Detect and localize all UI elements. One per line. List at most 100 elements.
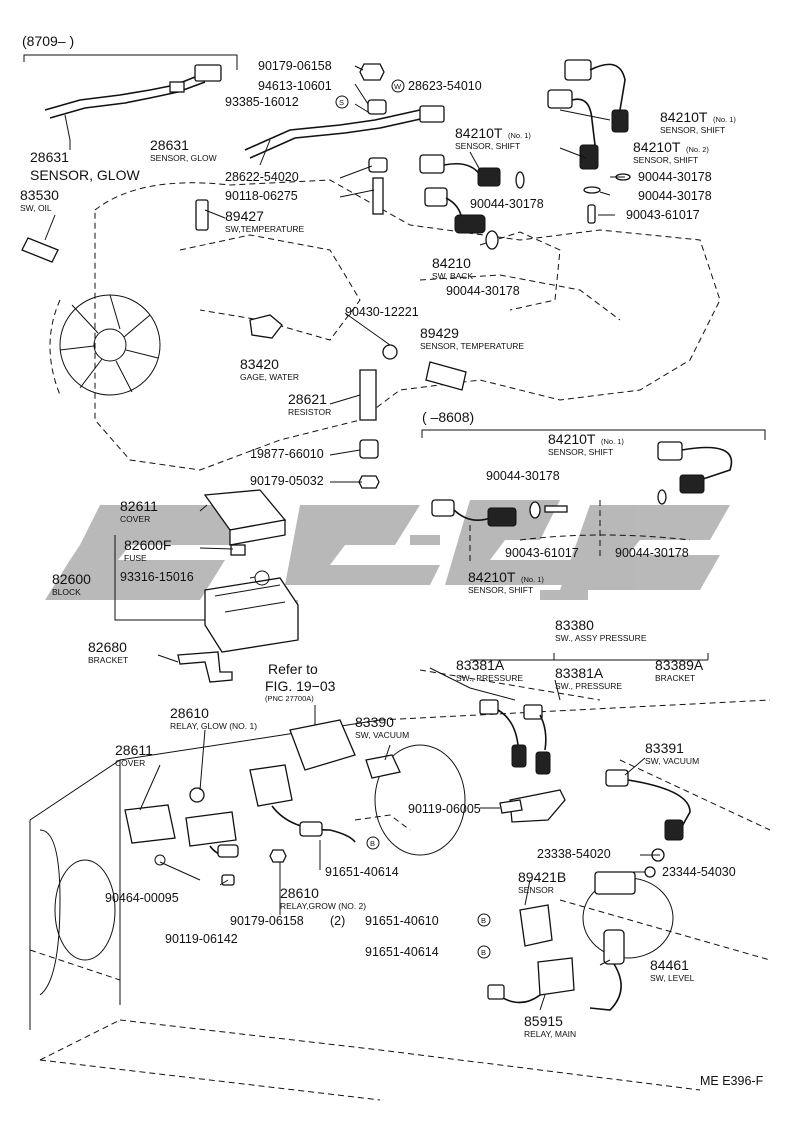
callout-desc: FUSE [124,553,147,563]
diagram-stroke [627,779,691,831]
leader-lines [44,65,709,1011]
callout-pn: 82600F [124,537,171,553]
callout-pn: 84461 [650,957,689,973]
diagram-stroke [29,949,381,1101]
callout-desc: SW,TEMPERATURE [225,224,305,234]
diagram-stroke [479,699,499,715]
callout-desc: BRACKET [655,673,695,683]
diagram-stroke [367,99,387,115]
diagram-stroke [487,507,517,527]
callout-desc: SENSOR, SHIFT [455,141,520,151]
diagram-stroke [559,109,611,159]
callout-pn: 84210T [468,569,516,585]
callout-pn: 83381A [456,657,505,673]
diagram-stroke [605,769,629,787]
diagram-stroke [419,105,445,123]
diagram-stroke [529,501,541,519]
callout-pn: 89421B [518,869,566,885]
diagram-stroke [391,79,405,93]
callout-labels: 28631 SENSOR, GLOW 83530 SW, OIL 90179-0… [20,59,764,1088]
diagram-stroke [139,729,391,811]
diagram-stroke [594,871,636,895]
diagram-stroke [299,821,323,837]
diagram-stroke [169,81,185,93]
diagram-stroke [664,819,684,841]
diagram-stroke [64,114,71,141]
callout-pn: 83380 [555,617,594,633]
diagram-stroke [485,230,499,250]
callout-suffix: (No. 1) [713,115,736,124]
diagram-stroke [519,904,553,947]
glow-sensor-harness-2 [244,105,445,166]
diagram-stroke [611,109,629,133]
watermark-logo [45,500,730,610]
diagram-stroke [269,849,287,863]
callout-pn: 94613-10601 [258,79,332,93]
callout-pn: 84210 [432,255,471,271]
callout-desc: RELAY, MAIN [524,1029,576,1039]
callout-pn: 28611 [115,742,153,758]
diagram-stroke [511,744,527,768]
callout-desc: SENSOR, SHIFT [548,447,613,457]
range-bracket-top [23,54,238,70]
diagram-stroke [587,204,596,224]
diagram-stroke [194,64,222,82]
callout-pn: 23338-54020 [537,847,611,861]
reference-line1: Refer to [268,661,318,677]
diagram-stroke [509,789,566,823]
callout-desc: GAGE, WATER [240,372,299,382]
diagram-stroke [470,653,709,776]
diagram-stroke [477,945,491,959]
circle-code: W [394,82,402,91]
diagram-stroke [657,441,683,461]
diagram-stroke [59,294,159,393]
callout-desc: SW., ASSY PRESSURE [555,633,647,643]
diagram-stroke [679,474,705,494]
callout-pn: 83530 [20,187,59,203]
diagram-stroke [119,1019,701,1091]
diagram-stroke [382,344,398,360]
diagram-stroke [335,95,349,109]
callout-pn: 89429 [420,325,459,341]
diagram-stroke [419,274,621,321]
diagram-stroke [229,519,286,546]
diagram-stroke [204,577,299,653]
diagram-stroke [230,544,246,556]
callout-pn: 90464-00095 [105,891,179,905]
callout-desc: SW, VACUUM [355,730,409,740]
diagram-stroke [539,854,660,1011]
date-range-mid: ( –8608) [422,409,474,425]
callout-desc: SW., PRESSURE [555,681,622,691]
diagram-stroke [217,844,239,858]
callout-desc: RELAY,GROW (NO. 2) [280,901,366,911]
footer-code: ME E396-F [700,1074,764,1088]
callout-suffix: (2) [330,914,345,928]
callout-pn: 90119-06142 [165,932,238,946]
diagram-stroke [249,764,293,807]
diagram-stroke [285,505,440,585]
callout-pn: 83390 [355,714,394,730]
diagram-stroke [368,157,388,173]
diagram-stroke [424,187,448,207]
diagram-stroke [603,929,625,965]
callout-pn: 28610 [280,885,319,901]
diagram-stroke [329,312,391,483]
callout-pn: 83381A [555,665,604,681]
diagram-stroke [515,171,525,189]
diagram-stroke [359,369,377,421]
diagram-stroke [479,231,561,311]
diagram-stroke [249,314,283,339]
diagram-stroke [539,714,547,751]
callout-pn: 84210T [548,431,596,447]
callout-pn: 90044-30178 [486,469,560,483]
callout-pn: 90430-12221 [345,305,419,319]
diagram-stroke [589,63,626,111]
callout-desc: SW, BACK [432,271,473,281]
diagram-stroke [154,854,166,866]
callout-pn: 90118-06275 [225,189,298,203]
diagram-stroke [419,154,445,174]
diagram-stroke [499,799,523,814]
callout-pn: 90044-30178 [615,546,689,560]
callout-pn: 91651-40614 [365,945,439,959]
diagram-stroke [535,751,551,775]
